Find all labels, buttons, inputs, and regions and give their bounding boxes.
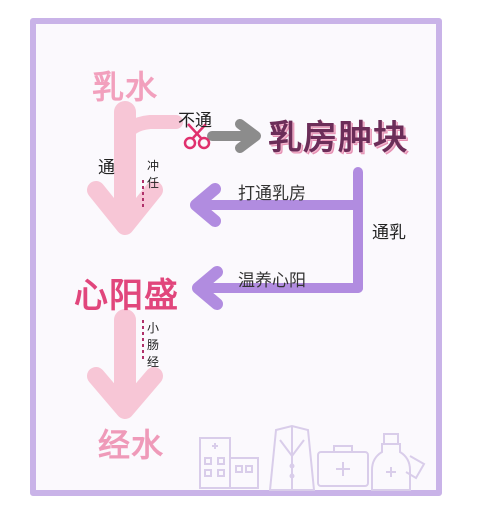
scissors-icon xyxy=(183,123,211,150)
coat-icon xyxy=(268,424,316,491)
gray-arrow-to-lump xyxy=(207,119,261,153)
label-small-intestine-meridian: 小肠经 xyxy=(146,321,159,369)
medkit-icon xyxy=(317,445,369,487)
pink-arrow-heart-to-menses xyxy=(87,309,163,419)
node-milk: 乳水 xyxy=(92,68,159,106)
pink-arrow-milk-to-heart xyxy=(87,101,183,235)
label-warm-heart-yang: 温养心阳 xyxy=(238,271,306,291)
label-unblock-milk: 通乳 xyxy=(372,223,406,243)
node-breast-lump: 乳房肿块 xyxy=(268,118,408,158)
label-chong-ren: 冲任 xyxy=(146,159,159,190)
medicine-bottle-icon xyxy=(371,433,426,491)
label-through: 通 xyxy=(98,158,115,178)
node-menses: 经水 xyxy=(98,426,165,464)
diagram-frame xyxy=(30,18,442,496)
label-blocked: 不通 xyxy=(178,111,212,131)
label-unblock-breast: 打通乳房 xyxy=(238,184,306,204)
node-heart-yang-excess: 心阳盛 xyxy=(74,276,179,316)
hospital-icon xyxy=(199,437,259,489)
purple-arrows xyxy=(190,167,363,310)
